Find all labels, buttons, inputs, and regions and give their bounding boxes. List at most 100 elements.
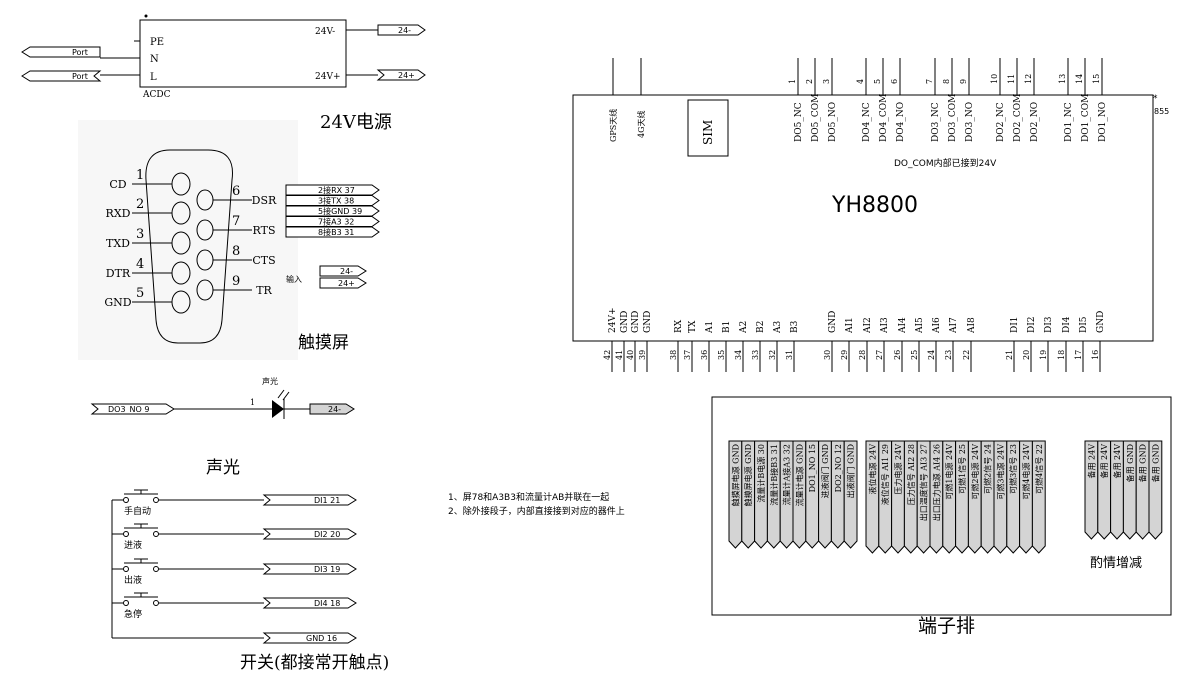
terminal-label: DO2_NO 12	[834, 444, 843, 492]
bottom-pin-label: A2	[739, 321, 749, 334]
top-pin-label: DO5_COM	[811, 94, 821, 142]
db9-connection-label: 2接RX 37	[318, 185, 355, 195]
terminal-tag	[1031, 440, 1046, 554]
out-neg-label: 24V-	[315, 27, 335, 37]
bottom-pin-number: 30	[823, 350, 832, 360]
bottom-pin-number: 28	[858, 350, 867, 360]
db9-signal-left: DTR	[106, 267, 131, 280]
terminal-label: 备用 GND	[1138, 444, 1148, 482]
switch-contact	[123, 497, 129, 503]
switch-tag	[262, 494, 357, 506]
terminal-tag	[903, 440, 918, 554]
bottom-pin-number: 18	[1057, 350, 1066, 360]
bottom-pin-number: 32	[768, 350, 777, 360]
terminal-label: 出口压力电源 AI4 26	[931, 444, 941, 521]
do-com-note: DO_COM内部已接到24V	[894, 157, 997, 169]
terminal-label: 液位信号 AI1 29	[880, 444, 890, 505]
top-pin-label: DO1_COM	[1081, 94, 1091, 142]
bottom-pin-label: TX	[688, 320, 698, 333]
terminal-tag	[741, 440, 756, 549]
sim-label: SIM	[701, 120, 715, 145]
bottom-pin-label: GND	[643, 311, 653, 333]
terminal-tag	[792, 440, 807, 549]
gnd16-label: GND 16	[306, 634, 337, 643]
terminal-tag	[891, 440, 905, 554]
terminal-label: 备用 GND	[1125, 444, 1135, 482]
top-pin-number: 3	[822, 79, 831, 84]
power-supply: PE N L ACDC Port Port 24V- 24V+ 24- 24+ …	[21, 14, 426, 133]
db9-pin-number: 1	[136, 168, 144, 183]
bottom-pin-number: 19	[1039, 350, 1048, 360]
do3-tag	[90, 403, 175, 415]
terminal-label: 流量计电源 GND	[794, 444, 804, 506]
switch-contact	[153, 600, 159, 606]
bottom-pin-label: DI1	[1010, 317, 1020, 334]
bottom-pin-number: 20	[1022, 350, 1031, 360]
top-pin-number: 9	[959, 79, 968, 84]
terminal-label: 触摸屏电源 GND	[730, 444, 740, 506]
terminal-label: 备用 24V	[1086, 444, 1096, 479]
db9-connection-tag	[285, 226, 380, 238]
terminal-label: 可燃1电源 24V	[944, 444, 954, 500]
terminal-label: 可燃4电源 24V	[1021, 444, 1031, 500]
light-return-label: 24-	[328, 405, 341, 414]
terminal-tag	[805, 440, 820, 549]
touchscreen-panel	[78, 120, 298, 360]
db9-signal-left: RXD	[106, 207, 131, 220]
terminal-tag	[865, 440, 880, 554]
bottom-pin-label: GND	[631, 311, 641, 333]
bottom-pin-label: AI5	[915, 317, 925, 334]
terminal-label: 可燃4信号 22	[1034, 444, 1044, 494]
bottom-pin-label: DI2	[1027, 317, 1037, 334]
terminal-tag	[993, 440, 1008, 554]
terminal-label: 备用 24V	[1099, 444, 1109, 479]
terminal-label: DO1_NO 15	[808, 444, 817, 492]
terminal-label: 触摸屏电源 GND	[743, 444, 753, 506]
bottom-pin-number: 34	[734, 350, 743, 360]
switch-tag	[262, 597, 357, 609]
top-pin-number: 5	[873, 79, 882, 84]
top-pin-number: 6	[890, 79, 899, 84]
pos-tag	[376, 69, 426, 81]
db9-pin-number: 2	[136, 197, 144, 212]
top-pin-number: 7	[925, 79, 934, 84]
switch-tag-label: DI4 18	[314, 599, 340, 608]
db9-connection-tag	[285, 216, 380, 227]
switch-tag	[262, 528, 357, 540]
terminal-label: 出液阀门 GND	[846, 444, 856, 498]
controller-box	[572, 94, 1154, 342]
top-pin-label: DO4_NO	[896, 102, 906, 142]
diode-icon	[272, 400, 284, 418]
bottom-pin-number: 25	[910, 350, 919, 360]
terminal-label: 可燃2信号 24	[983, 444, 993, 494]
db9-shell	[145, 149, 233, 344]
top-pin-number: 15	[1092, 74, 1101, 84]
light-title: 声光	[206, 458, 240, 478]
terminal-tag	[728, 440, 743, 549]
bottom-pin-label: AI2	[863, 317, 873, 334]
power-title: 24V电源	[320, 112, 392, 133]
bottom-pin-number: 37	[683, 350, 692, 360]
pos-tag-label: 24+	[398, 71, 415, 80]
bottom-pin-label: B2	[756, 321, 766, 333]
switches-title: 开关(都接常开触点)	[240, 653, 389, 673]
port-tag-l	[21, 70, 102, 82]
db9-connection-tag	[285, 195, 380, 206]
top-pin-label: DO3_COM	[948, 94, 958, 142]
top-pin-label: DO5_NO	[828, 102, 838, 142]
corner-star: *	[1153, 94, 1158, 104]
controller-name: YH8800	[831, 193, 918, 218]
input-label: 输入	[286, 274, 302, 284]
pe-label: PE	[150, 37, 164, 48]
bottom-pin-label: AI7	[949, 317, 959, 334]
bottom-pin-label: GND	[620, 311, 630, 333]
bottom-pin-number: 40	[626, 350, 635, 360]
top-pin-number: 1	[788, 79, 797, 84]
neg-tag-label: 24-	[398, 26, 411, 35]
port-tag-l-label: Port	[72, 72, 88, 81]
bottom-pin-number: 35	[717, 350, 726, 360]
top-pin-number: 2	[805, 79, 814, 84]
terminal-tag	[779, 440, 794, 549]
